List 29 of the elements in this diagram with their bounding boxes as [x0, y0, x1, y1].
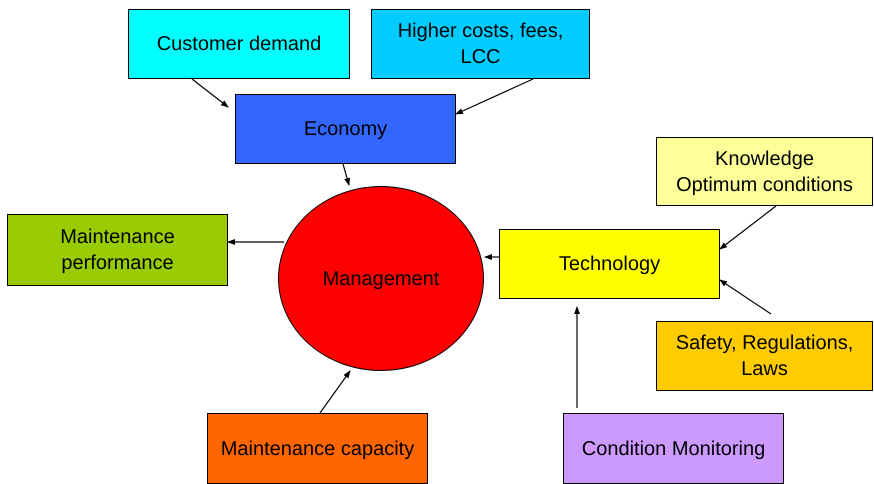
- node-label: Maintenance performance: [59, 225, 176, 276]
- node-label: Maintenance capacity: [220, 436, 414, 462]
- arrow: [455, 78, 534, 115]
- factor-box: [656, 321, 873, 391]
- arrow: [227, 239, 284, 245]
- node-label: Condition Monitoring: [582, 436, 766, 462]
- arrow: [192, 78, 229, 108]
- factor-box: [128, 9, 350, 79]
- node-label: Safety, Regulations, Laws: [674, 331, 854, 382]
- factor-box: [207, 413, 428, 484]
- arrow: [320, 370, 351, 414]
- arrow: [484, 254, 499, 260]
- node-label: Knowledge: [715, 146, 814, 172]
- node-label: Management: [322, 266, 440, 292]
- factor-box: [563, 413, 784, 484]
- factor-box: [656, 137, 873, 206]
- arrow: [574, 306, 580, 408]
- node-label: Customer demand: [156, 32, 322, 57]
- category-box: [235, 94, 456, 164]
- node-label: Higher costs, fees, LCC: [396, 19, 564, 70]
- node-label: Economy: [304, 117, 388, 142]
- arrow: [719, 206, 776, 250]
- factor-box: [371, 9, 590, 79]
- outcome-box: [7, 214, 228, 286]
- arrow: [342, 164, 350, 186]
- node-label: Technology: [558, 252, 660, 277]
- node-label: Optimum conditions: [676, 172, 853, 198]
- category-box: [499, 229, 720, 299]
- arrow: [719, 279, 772, 314]
